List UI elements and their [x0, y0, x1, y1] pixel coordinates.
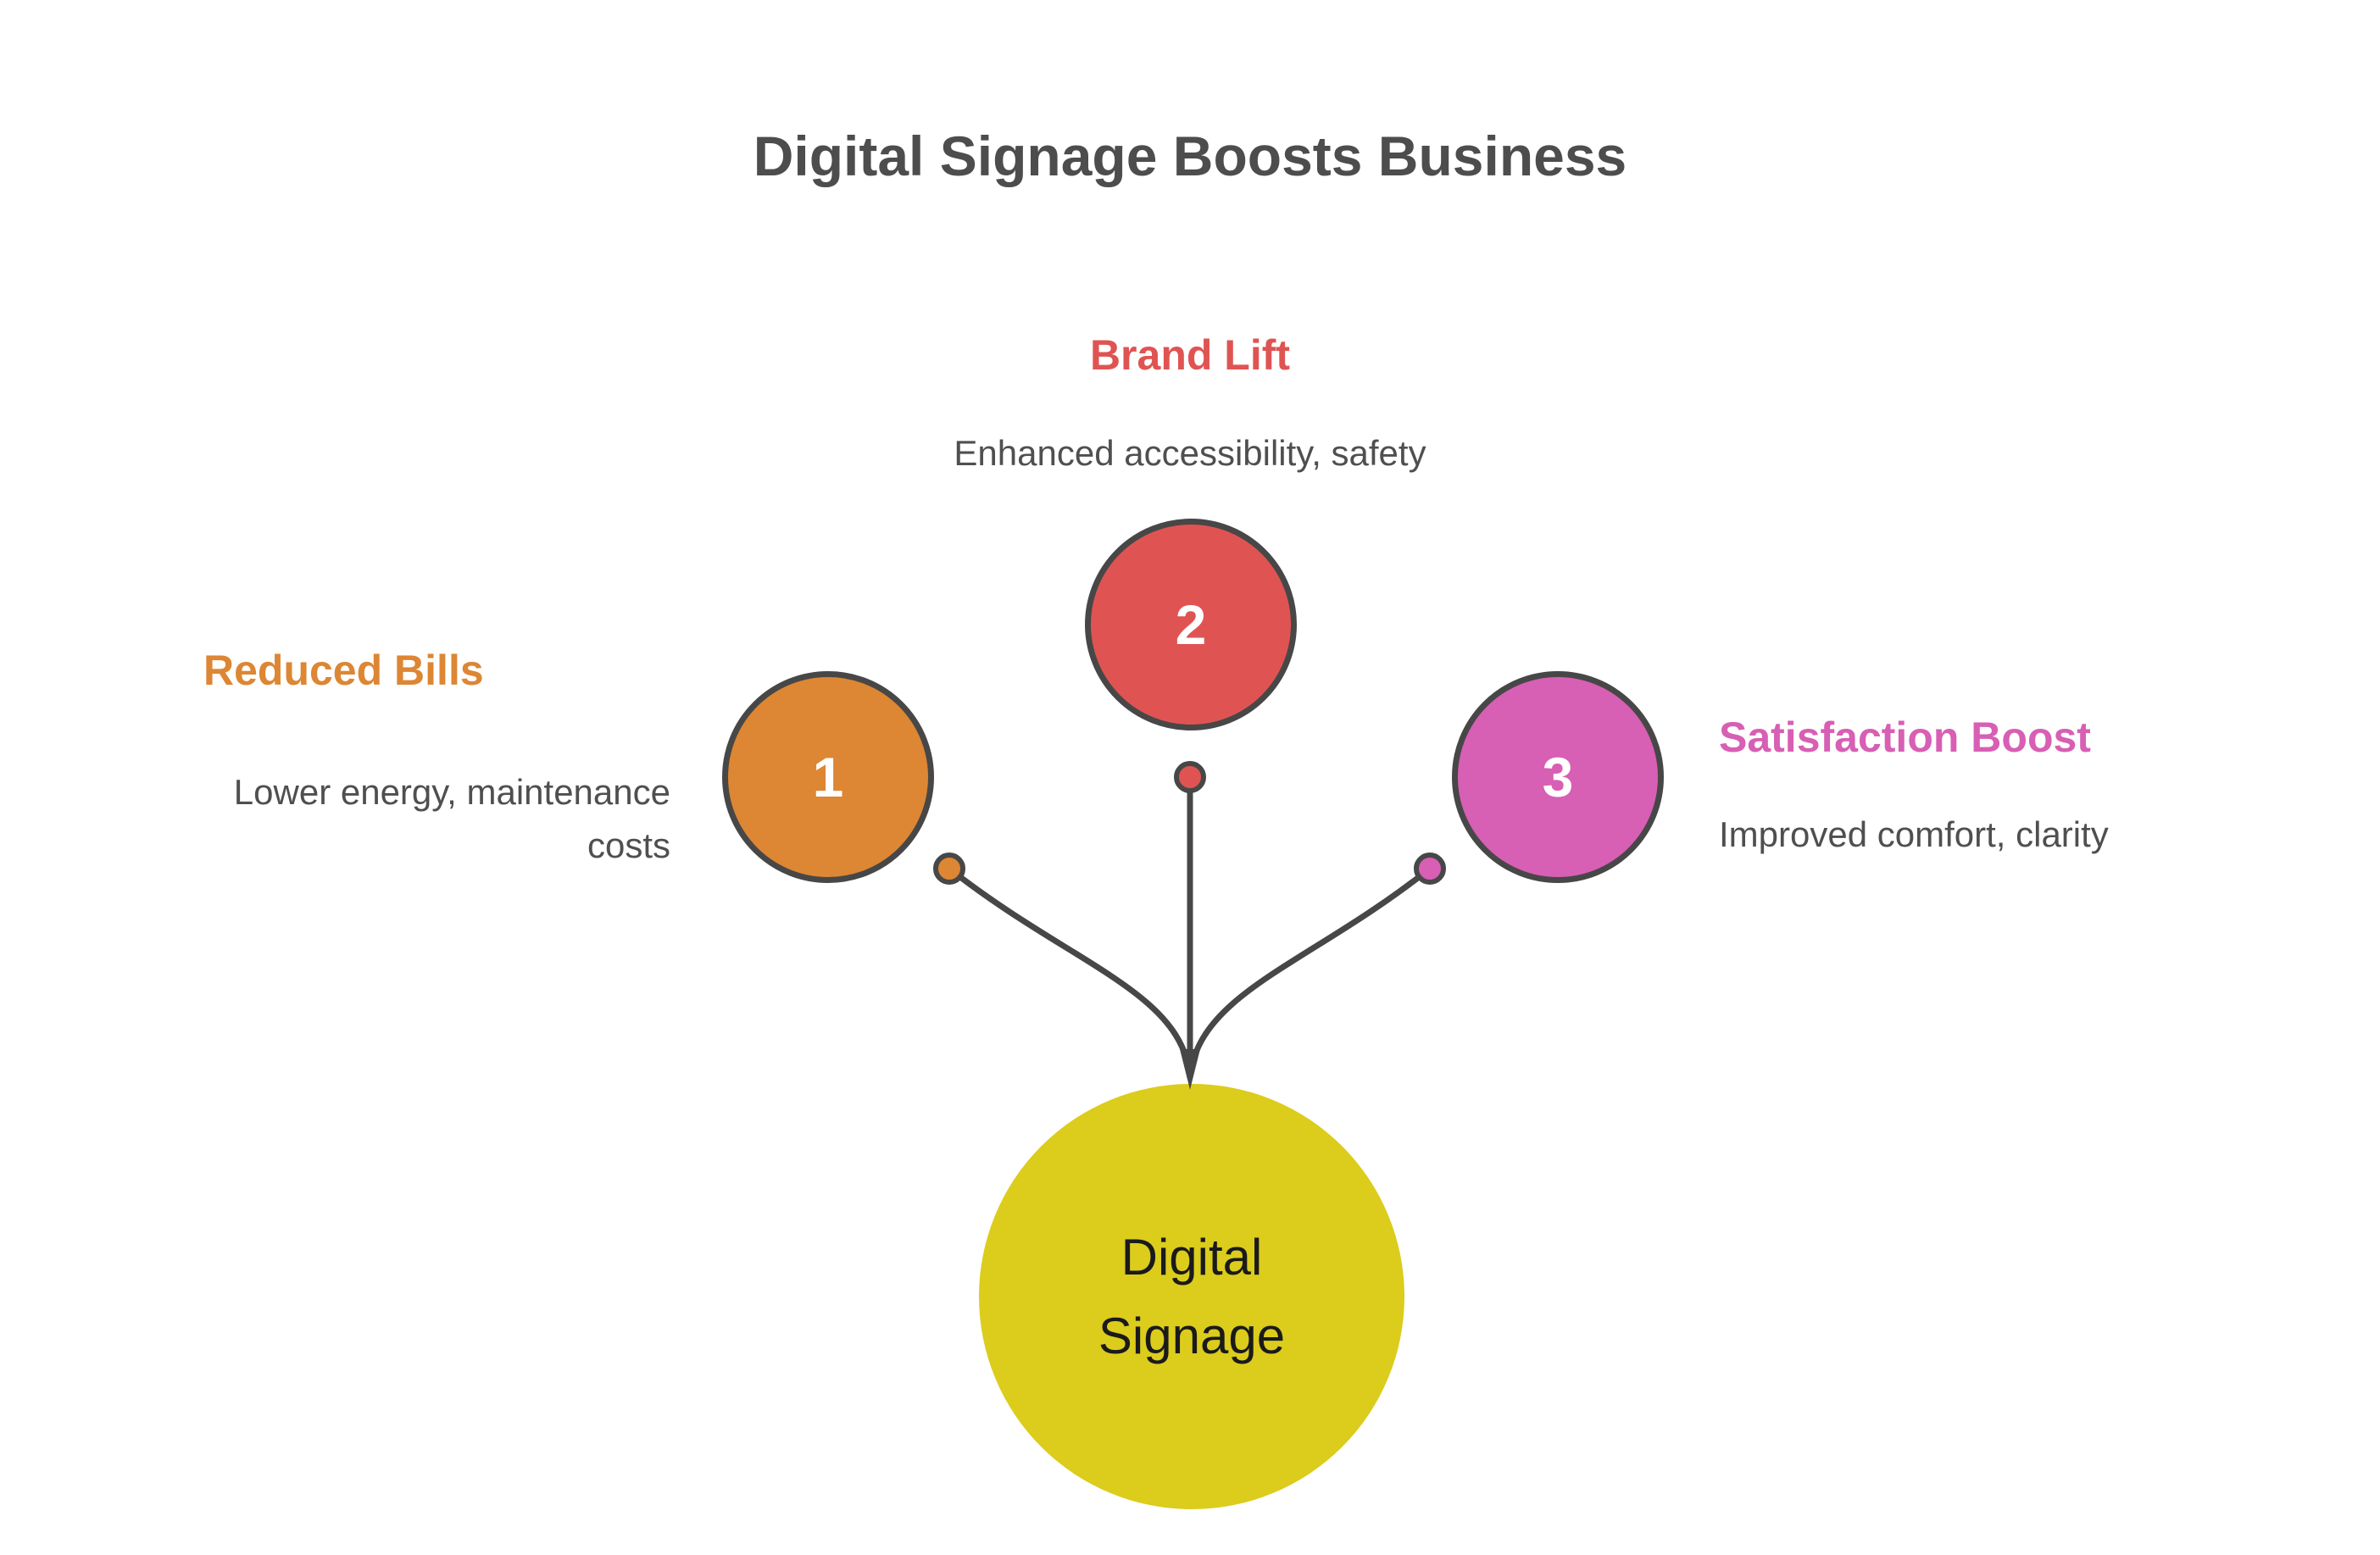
- center-label-line2: Signage: [1098, 1308, 1286, 1364]
- center-circle: Digital Signage: [979, 1084, 1404, 1509]
- center-label-line1: Digital: [1120, 1229, 1263, 1286]
- node2-subtitle: Enhanced accessibility, safety: [954, 433, 1426, 473]
- node1-heading: Reduced Bills: [203, 647, 484, 694]
- node2-number: 2: [1175, 593, 1207, 656]
- node1-number: 1: [812, 746, 844, 808]
- node1-connector-line: [946, 865, 1193, 1073]
- node3-dot: [1414, 852, 1446, 885]
- node3-number: 3: [1542, 746, 1574, 808]
- node3-circle: 3: [1452, 671, 1664, 883]
- node3-connector-line: [1187, 865, 1433, 1073]
- node3-heading: Satisfaction Boost: [1719, 714, 2091, 761]
- page-title: Digital Signage Boosts Business: [753, 125, 1627, 187]
- node1-dot: [933, 852, 965, 885]
- node2-dot: [1174, 761, 1206, 793]
- node1-circle: 1: [722, 671, 934, 883]
- node2-heading: Brand Lift: [1089, 331, 1291, 379]
- node3-subtitle: Improved comfort, clarity: [1719, 814, 2109, 854]
- node2-circle: 2: [1085, 519, 1297, 730]
- node1-subtitle: Lower energy, maintenance costs: [233, 772, 670, 865]
